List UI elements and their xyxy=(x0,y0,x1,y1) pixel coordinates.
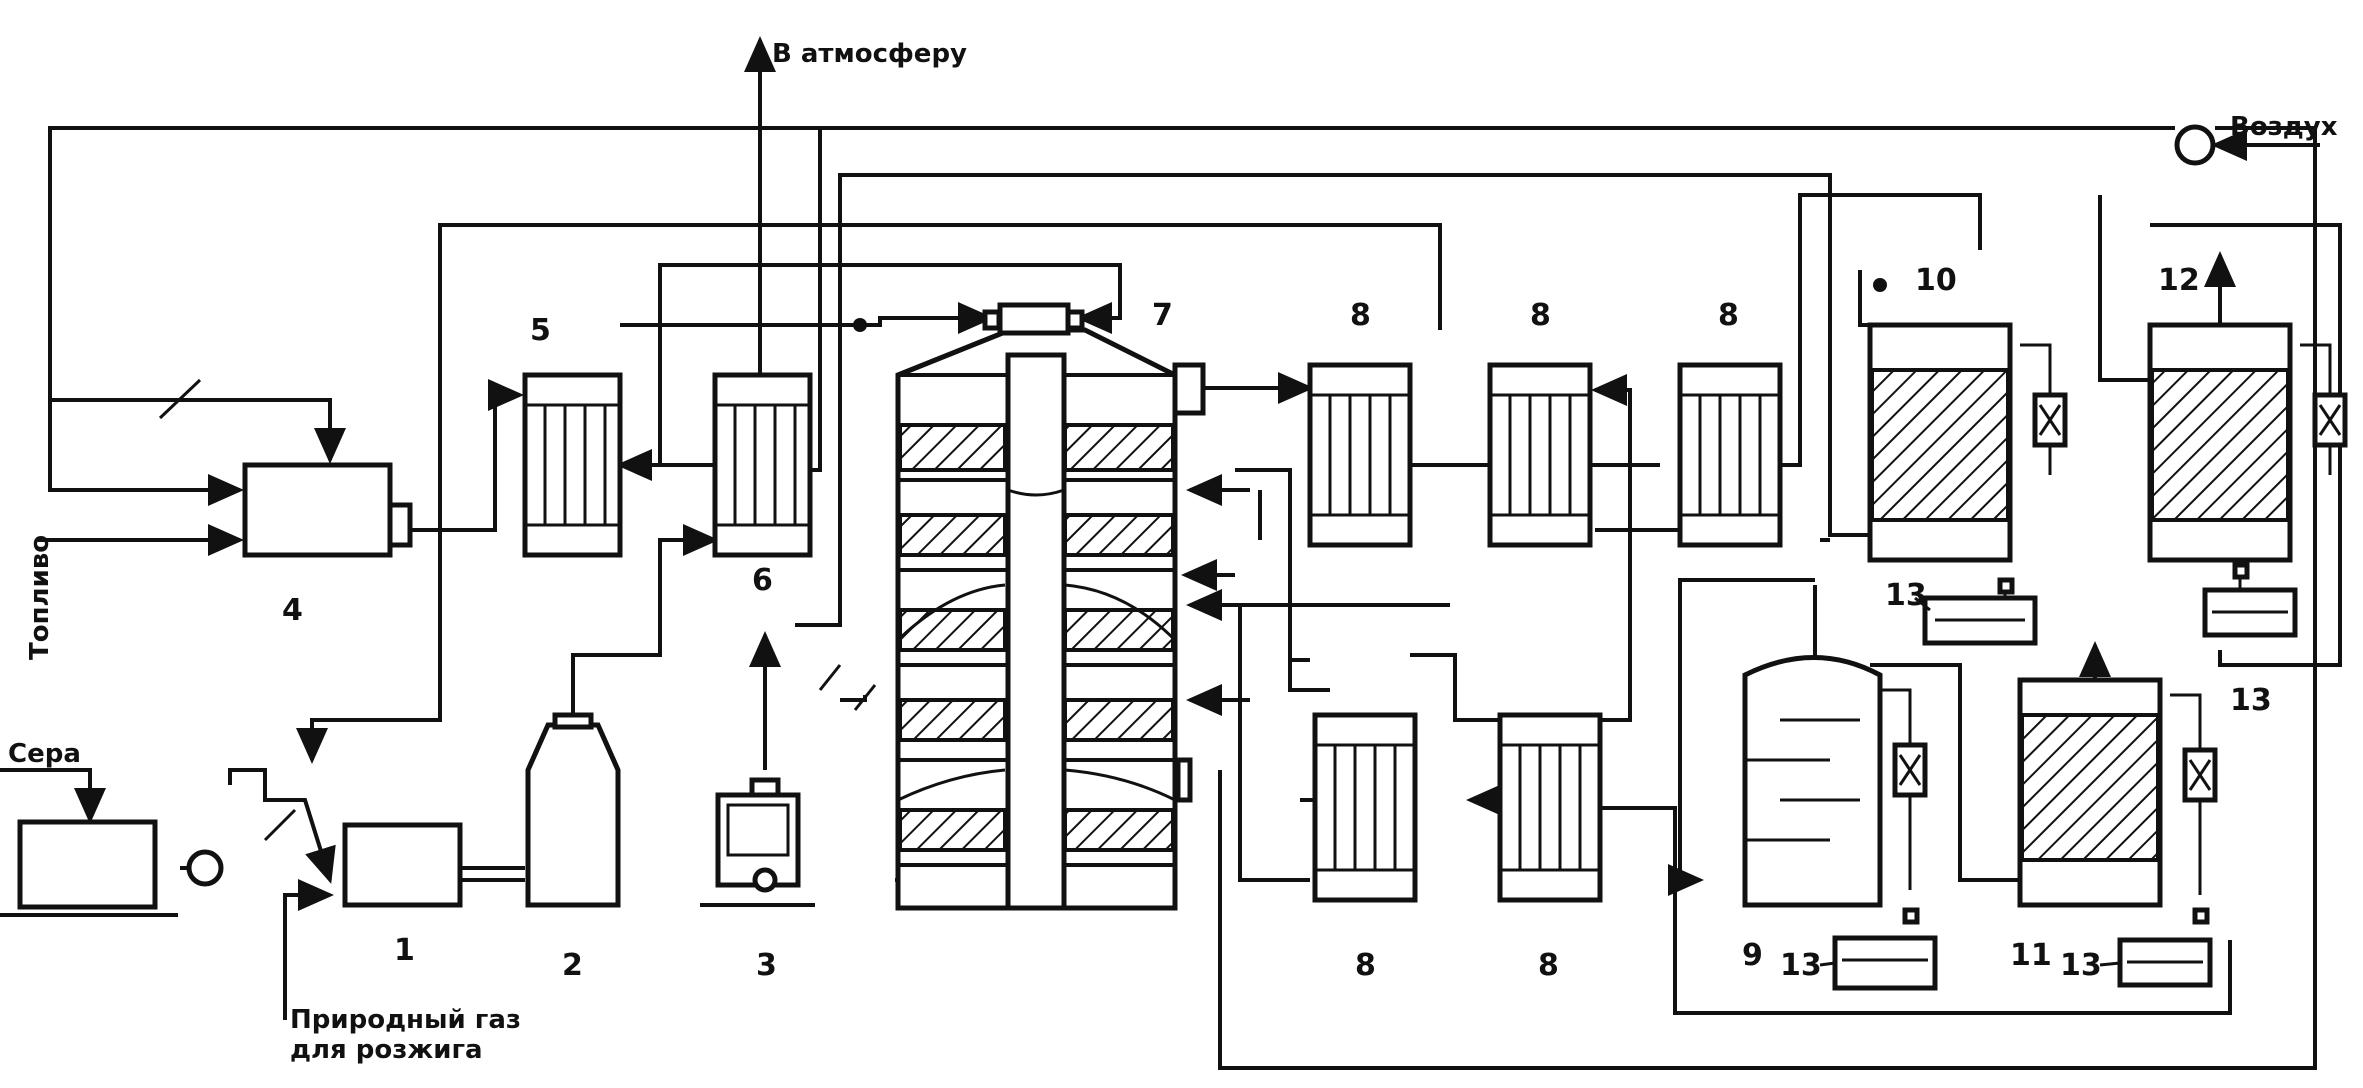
tank-13-a xyxy=(1922,577,2038,646)
pump-3 xyxy=(700,777,815,907)
number-4: 4 xyxy=(282,593,303,628)
tank-13-d xyxy=(2117,907,2213,988)
label-gas-line2: для розжига xyxy=(290,1035,483,1065)
heat-exchanger-8-a xyxy=(1307,362,1413,548)
label-gas-line1: Природный газ xyxy=(290,1005,521,1035)
heat-exchanger-6 xyxy=(712,372,813,558)
heat-exchanger-8-d xyxy=(1312,712,1418,903)
piping xyxy=(0,36,2342,1070)
label-atmosphere: В атмосферу xyxy=(772,39,967,69)
number-3: 3 xyxy=(756,948,777,983)
label-fuel: Топливо xyxy=(25,535,55,660)
sulfur-melter xyxy=(0,819,224,917)
number-8-d: 8 xyxy=(1355,948,1376,983)
heat-exchanger-8-e xyxy=(1497,712,1603,903)
number-8-c: 8 xyxy=(1718,298,1739,333)
number-11: 11 xyxy=(2010,938,2052,973)
absorber-10 xyxy=(1867,322,2068,563)
number-2: 2 xyxy=(562,948,583,983)
tank-13-c xyxy=(1832,907,1938,991)
labels: В атмосферу Воздух Топливо Сера Природны… xyxy=(8,39,2338,1065)
label-air: Воздух xyxy=(2230,112,2338,142)
column-9 xyxy=(1742,655,1928,908)
burner-4 xyxy=(242,462,413,558)
heat-exchanger-8-c xyxy=(1677,362,1783,548)
absorber-12 xyxy=(2147,322,2348,563)
number-10: 10 xyxy=(1915,263,1957,298)
heat-exchanger-8-b xyxy=(1487,362,1593,548)
number-13-c: 13 xyxy=(1780,948,1822,983)
number-8-b: 8 xyxy=(1530,298,1551,333)
number-12: 12 xyxy=(2158,263,2200,298)
number-5: 5 xyxy=(530,313,551,348)
heat-exchanger-5 xyxy=(522,372,623,558)
number-9: 9 xyxy=(1742,938,1763,973)
contact-tower-7 xyxy=(895,302,1206,911)
number-6: 6 xyxy=(752,563,773,598)
furnace-1 xyxy=(342,822,463,908)
number-7: 7 xyxy=(1152,298,1173,333)
drum-2 xyxy=(525,712,621,908)
number-13-b: 13 xyxy=(2230,683,2272,718)
number-1: 1 xyxy=(394,933,415,968)
number-13-d: 13 xyxy=(2060,948,2102,983)
number-8-e: 8 xyxy=(1538,948,1559,983)
tank-13-b xyxy=(2202,562,2298,638)
label-sulfur: Сера xyxy=(8,739,81,769)
absorber-11 xyxy=(2017,677,2218,908)
number-13-a: 13 xyxy=(1885,578,1927,613)
number-8-a: 8 xyxy=(1350,298,1371,333)
